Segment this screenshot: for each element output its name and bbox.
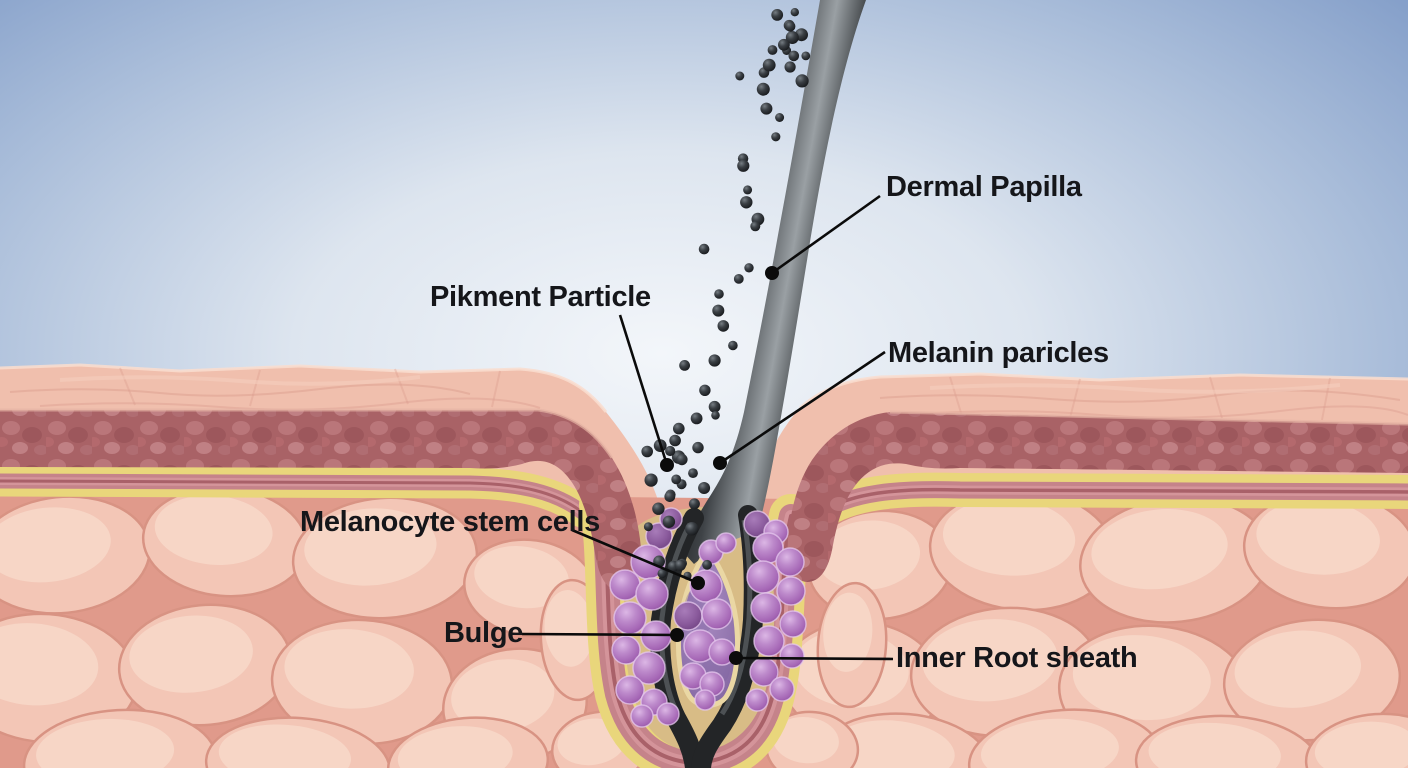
leader-lines: [521, 194, 894, 665]
leader-dermal-papilla: [765, 194, 881, 280]
leader-melanin-paricles: [713, 350, 886, 470]
label-dermal-papilla: Dermal Papilla: [886, 171, 1082, 203]
epidermis-layer: [0, 408, 1408, 592]
melanin-particles: [641, 8, 811, 580]
hair-strand-right-sheen: [719, 519, 753, 716]
leader-pikment-particle: [618, 314, 674, 472]
label-bulge: Bulge: [444, 617, 524, 649]
hair-strand-left-sheen: [659, 522, 693, 712]
label-pikment-particle: Pikment Particle: [430, 281, 651, 313]
hair-shaft: [650, 0, 866, 768]
leader-bulge: [521, 628, 684, 642]
label-melanin-paricles: Melanin paricles: [888, 337, 1109, 369]
leader-inner-root-sheath: [729, 651, 894, 665]
label-inner-root-sheath: Inner Root sheath: [896, 642, 1138, 674]
label-melanocyte-stem-cells: Melanocyte stem cells: [300, 506, 600, 538]
hair-strand-right: [691, 505, 764, 768]
leader-melanocyte-stem-cells: [571, 528, 705, 590]
melanocyte-cells: [609, 507, 807, 728]
